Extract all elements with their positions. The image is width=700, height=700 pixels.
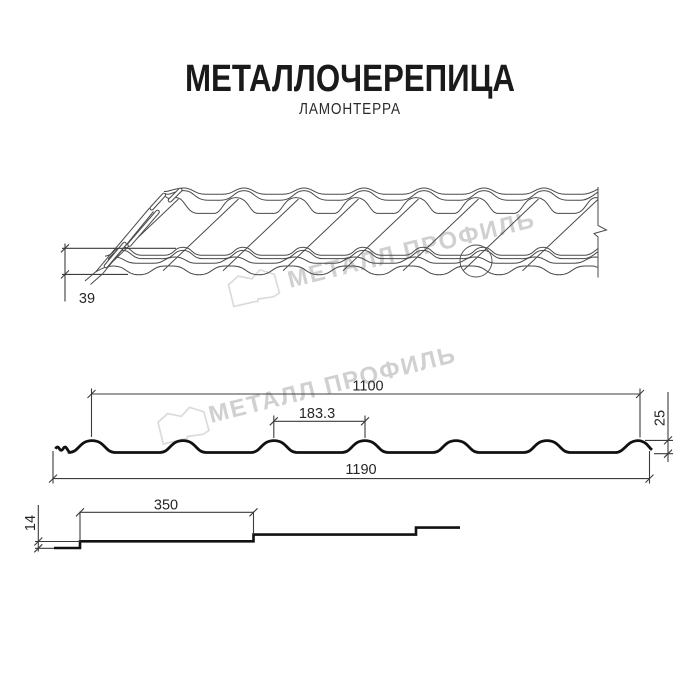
svg-text:25: 25 [653,410,669,426]
svg-text:350: 350 [154,498,178,514]
svg-text:МЕТАЛЛ ПРОФИЛЬ: МЕТАЛЛ ПРОФИЛЬ [285,206,538,294]
svg-text:183.3: 183.3 [299,406,335,422]
svg-text:14: 14 [23,515,39,531]
svg-text:1190: 1190 [345,462,376,478]
svg-text:39: 39 [79,291,95,307]
svg-text:1100: 1100 [352,379,383,395]
